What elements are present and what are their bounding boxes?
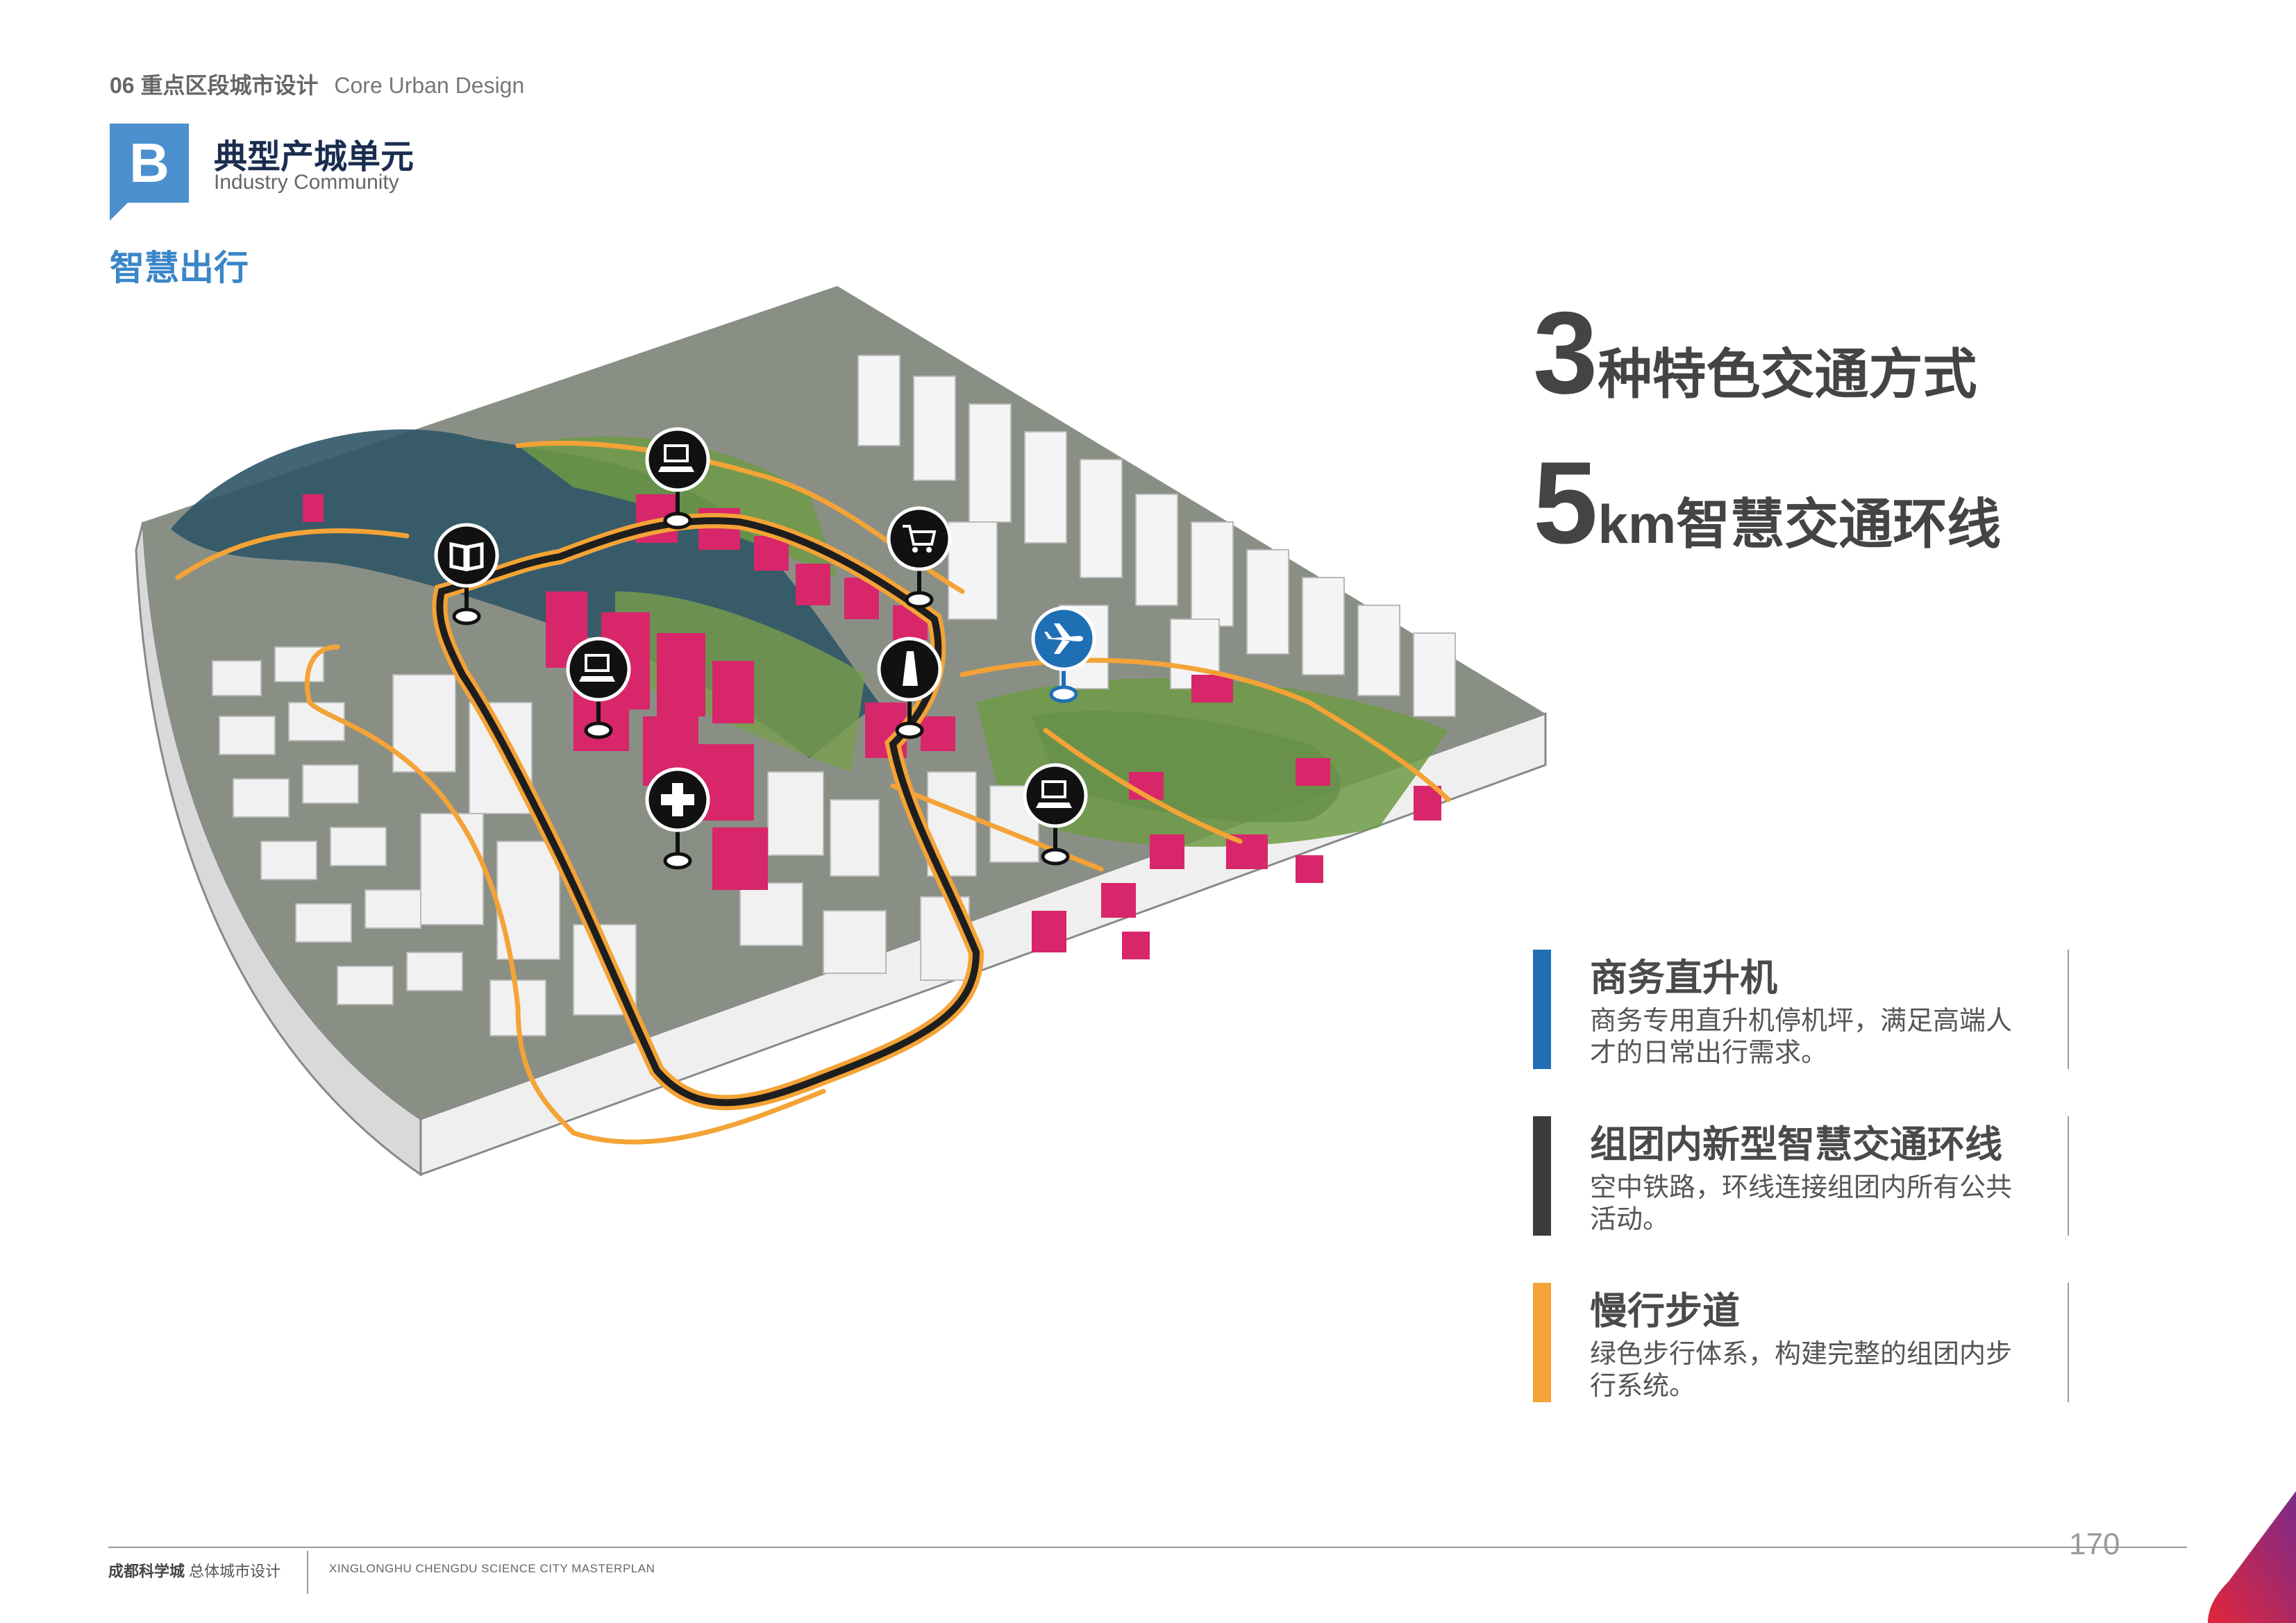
aerial-map-illustration xyxy=(135,286,1547,1177)
computer-icon xyxy=(658,444,694,472)
library-icon xyxy=(449,541,484,572)
page-number: 170 xyxy=(2069,1527,2120,1561)
legend-description: 绿色步行体系，构建完整的组团内步行系统。 xyxy=(1590,1340,2013,1401)
unit-subtitle: Industry Community xyxy=(214,171,399,194)
stat-transport-modes: 3种特色交通方式 xyxy=(1533,294,1977,411)
computer-icon xyxy=(579,654,615,682)
shopping-cart-icon xyxy=(903,525,937,553)
buildings-south xyxy=(739,771,1039,981)
marker-helipad xyxy=(1031,606,1096,703)
legend-description: 商务专用直升机停机坪，满足高端人才的日常出行需求。 xyxy=(1590,1007,2013,1068)
green-belt-east xyxy=(976,678,1448,847)
section-heading: 智慧出行 xyxy=(110,249,249,287)
marker-hospital xyxy=(645,767,710,870)
buildings-west xyxy=(212,646,637,1036)
corner-decoration xyxy=(2208,1491,2296,1623)
buildings-pink xyxy=(303,494,1441,959)
footer-project-normal: 总体城市设计 xyxy=(189,1563,281,1580)
badge-letter: B xyxy=(129,132,169,194)
computer-icon xyxy=(1036,780,1072,808)
footer-project-bold: 成都科学城 xyxy=(108,1563,185,1580)
legend-description: 空中铁路，环线连接组团内所有公共活动。 xyxy=(1590,1173,2013,1234)
legend-color-bar-blue xyxy=(1533,950,1551,1069)
footer-divider xyxy=(307,1551,308,1594)
stat-text: km智慧交通环线 xyxy=(1598,494,2002,555)
marker-landmark xyxy=(877,637,942,739)
airplane-icon xyxy=(1044,623,1083,654)
section-number: 06 xyxy=(110,73,135,98)
legend-divider xyxy=(2068,1283,2069,1402)
legend-title: 组团内新型智慧交通环线 xyxy=(1590,1124,2002,1166)
legend-item-slow-walkway: 慢行步道 绿色步行体系，构建完整的组团内步行系统。 xyxy=(1533,1283,2069,1402)
section-badge: B xyxy=(110,124,189,221)
smart-transit-loop-core xyxy=(436,517,980,1107)
stat-number: 3 xyxy=(1533,287,1598,418)
footer-project-name: 成都科学城 总体城市设计 xyxy=(108,1559,280,1581)
stat-number: 5 xyxy=(1533,437,1598,568)
legend-divider xyxy=(2068,950,2069,1069)
legend-item-helicopter: 商务直升机 商务专用直升机停机坪，满足高端人才的日常出行需求。 xyxy=(1533,950,2069,1069)
legend-divider xyxy=(2068,1116,2069,1236)
marker-library xyxy=(434,523,499,625)
marker-computer-west xyxy=(566,637,631,739)
section-title-cn: 重点区段城市设计 xyxy=(140,73,319,98)
footer-rule xyxy=(108,1547,2187,1548)
unit-title: 典型产城单元 xyxy=(214,139,414,176)
legend-item-smart-loop: 组团内新型智慧交通环线 空中铁路，环线连接组团内所有公共活动。 xyxy=(1533,1116,2069,1236)
marker-computer-north xyxy=(645,427,710,530)
legend-color-bar-orange xyxy=(1533,1283,1551,1402)
hospital-cross-icon xyxy=(661,783,694,816)
towers-northeast xyxy=(857,355,1456,717)
legend-color-bar-black xyxy=(1533,1116,1551,1236)
footer-project-name-en: XINGLONGHU CHENGDU SCIENCE CITY MASTERPL… xyxy=(329,1562,655,1575)
stat-smart-loop: 5km智慧交通环线 xyxy=(1533,444,2001,561)
legend-title: 商务直升机 xyxy=(1590,957,1777,999)
marker-shopping xyxy=(887,506,952,609)
stat-text: 种特色交通方式 xyxy=(1598,344,1977,405)
marker-computer-east xyxy=(1023,763,1088,866)
section-title-en: Core Urban Design xyxy=(334,73,525,98)
legend-title: 慢行步道 xyxy=(1590,1290,1740,1332)
sculpture-icon xyxy=(903,651,918,686)
slow-walkway-path xyxy=(175,440,1451,1145)
section-breadcrumb: 06 重点区段城市设计 Core Urban Design xyxy=(110,68,524,100)
